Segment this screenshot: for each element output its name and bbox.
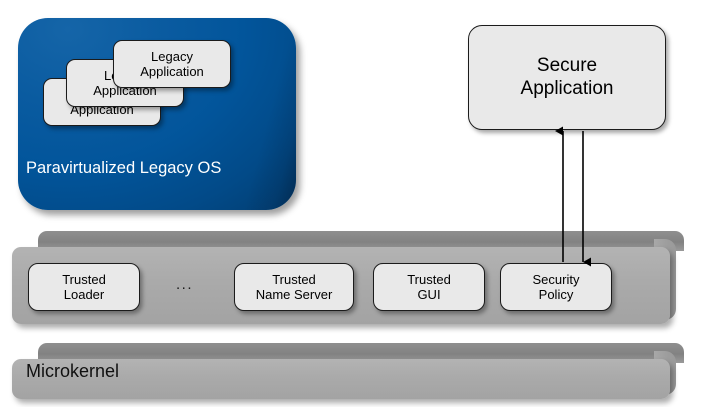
service-label: Trusted Name Server: [255, 271, 333, 302]
service-label: Trusted Loader: [62, 271, 106, 302]
service-label: Security Policy: [532, 271, 580, 302]
service-trusted-name-server[interactable]: Trusted Name Server: [234, 263, 354, 311]
slab-top-face: [38, 231, 684, 251]
microkernel-label: Microkernel: [26, 361, 120, 381]
slab-top-face: [38, 343, 684, 363]
slab-front-face: [12, 359, 670, 399]
service-security-policy[interactable]: Security Policy: [500, 263, 612, 311]
secure-application-label: Secure Application: [520, 54, 614, 99]
service-trusted-gui[interactable]: Trusted GUI: [373, 263, 485, 311]
legacy-application-label: Legacy Application: [140, 48, 204, 79]
service-label: Trusted GUI: [407, 271, 451, 302]
service-trusted-loader[interactable]: Trusted Loader: [28, 263, 140, 311]
legacy-os-label: Paravirtualized Legacy OS: [26, 159, 222, 177]
secure-application-box[interactable]: Secure Application: [468, 25, 666, 130]
legacy-application-box[interactable]: Legacy Application: [113, 40, 231, 88]
services-ellipsis: ...: [176, 276, 194, 293]
microkernel-layer: [12, 343, 684, 399]
